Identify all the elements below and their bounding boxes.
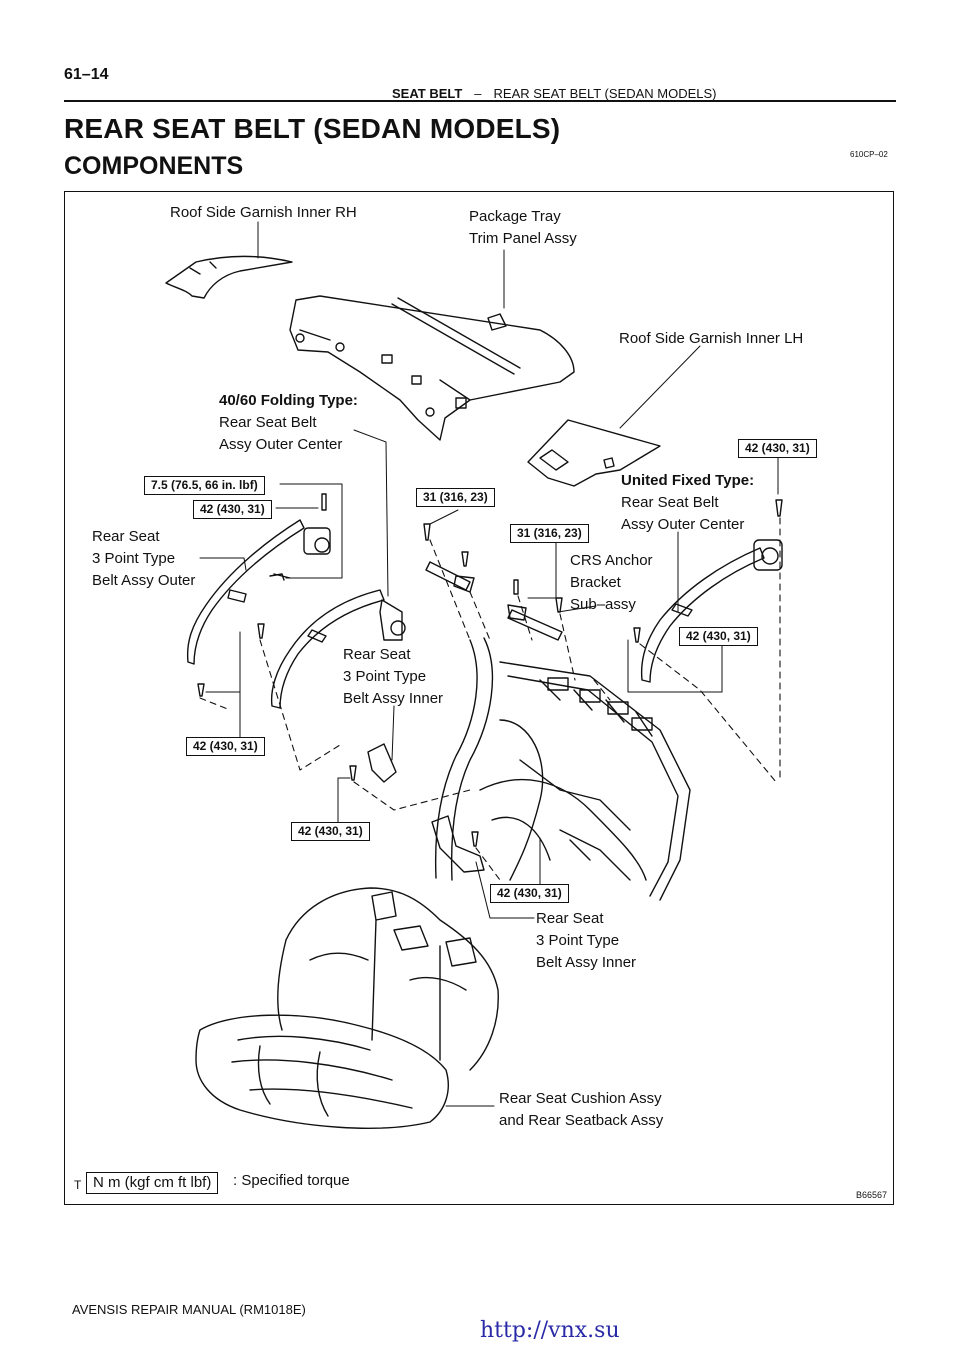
figure-frame bbox=[64, 191, 894, 1205]
torque-center-lower: 42 (430, 31) bbox=[291, 822, 370, 841]
leader-lines bbox=[199, 221, 779, 1107]
torque-crs-b: 31 (316, 23) bbox=[510, 524, 589, 543]
package-tray-part bbox=[289, 295, 575, 441]
label-crs-bracket: CRS Anchor Bracket Sub–assy bbox=[570, 550, 653, 616]
legend-text: : Specified torque bbox=[233, 1172, 350, 1189]
footer: AVENSIS REPAIR MANUAL (RM1018E) bbox=[72, 1302, 306, 1317]
label-inner-belt-b-line3: Belt Assy Inner bbox=[536, 954, 637, 971]
crs-bracket-part-b bbox=[507, 609, 563, 641]
header-subsection: REAR SEAT BELT (SEDAN MODELS) bbox=[493, 86, 717, 101]
torque-upper-right: 42 (430, 31) bbox=[738, 439, 817, 458]
roof-garnish-lh-part bbox=[527, 419, 661, 487]
label-united-belt: United Fixed Type: Rear Seat Belt Assy O… bbox=[621, 470, 754, 536]
label-center-belt-line1: Rear Seat Belt bbox=[219, 414, 317, 431]
torque-outer-top: 42 (430, 31) bbox=[193, 500, 272, 519]
running-header: SEAT BELT–REAR SEAT BELT (SEDAN MODELS) bbox=[392, 86, 717, 101]
label-crs-line3: Sub–assy bbox=[570, 596, 636, 613]
figure-id: B66567 bbox=[856, 1190, 888, 1200]
right-belt-part bbox=[640, 547, 765, 683]
label-package-tray-line2: Trim Panel Assy bbox=[469, 230, 577, 247]
label-folding-type: 40/60 Folding Type: bbox=[219, 392, 358, 409]
label-inner-belt-a-line1: Rear Seat bbox=[343, 646, 411, 663]
label-roof-garnish-rh: Roof Side Garnish Inner RH bbox=[170, 204, 357, 221]
label-package-tray-line1: Package Tray bbox=[469, 208, 561, 225]
legend-tick: T bbox=[74, 1178, 82, 1192]
label-crs-line2: Bracket bbox=[570, 574, 621, 591]
page-title: REAR SEAT BELT (SEDAN MODELS) bbox=[64, 113, 561, 144]
center-buckle-part bbox=[367, 743, 397, 783]
torque-crs-a: 31 (316, 23) bbox=[416, 488, 495, 507]
label-inner-belt-b-line1: Rear Seat bbox=[536, 910, 604, 927]
center-belt-part bbox=[270, 589, 385, 709]
label-center-belt: 40/60 Folding Type: Rear Seat Belt Assy … bbox=[219, 390, 358, 456]
label-inner-belt-a-line3: Belt Assy Inner bbox=[343, 690, 444, 707]
torque-inner-lower: 42 (430, 31) bbox=[490, 884, 569, 903]
legend-box: N m (kgf cm ft lbf) bbox=[86, 1172, 219, 1194]
doc-id: 610CP–02 bbox=[850, 150, 888, 159]
label-inner-belt-a-line2: 3 Point Type bbox=[343, 668, 427, 685]
label-inner-belt-center: Rear Seat 3 Point Type Belt Assy Inner bbox=[343, 644, 443, 710]
label-crs-line1: CRS Anchor bbox=[570, 552, 653, 569]
inner-buckle-part bbox=[431, 815, 485, 873]
label-united-belt-line1: Rear Seat Belt bbox=[621, 494, 719, 511]
watermark: http://vnx.su bbox=[480, 1318, 620, 1343]
label-roof-garnish-lh: Roof Side Garnish Inner LH bbox=[619, 330, 804, 347]
outer-belt-left-part bbox=[186, 519, 305, 665]
torque-7-5: 7.5 (76.5, 66 in. lbf) bbox=[144, 476, 265, 495]
header-separator: – bbox=[474, 86, 482, 101]
label-united-type: United Fixed Type: bbox=[621, 472, 755, 489]
rear-seat-part bbox=[195, 887, 499, 1129]
label-inner-belt-lower: Rear Seat 3 Point Type Belt Assy Inner bbox=[536, 908, 636, 974]
label-outer-belt-line3: Belt Assy Outer bbox=[92, 572, 196, 589]
label-inner-belt-b-line2: 3 Point Type bbox=[536, 932, 620, 949]
label-cushion-line2: and Rear Seatback Assy bbox=[499, 1112, 664, 1129]
label-united-belt-line2: Assy Outer Center bbox=[621, 516, 745, 533]
page-number: 61–14 bbox=[64, 66, 109, 83]
bolts bbox=[197, 493, 783, 847]
body-shell bbox=[434, 637, 691, 901]
section-title: COMPONENTS bbox=[64, 152, 244, 180]
label-outer-belt: Rear Seat 3 Point Type Belt Assy Outer bbox=[92, 526, 195, 592]
label-center-belt-line2: Assy Outer Center bbox=[219, 436, 343, 453]
torque-right-lower: 42 (430, 31) bbox=[679, 627, 758, 646]
label-outer-belt-line2: 3 Point Type bbox=[92, 550, 176, 567]
label-cushion-line1: Rear Seat Cushion Assy bbox=[499, 1090, 662, 1107]
roof-garnish-rh-part bbox=[165, 255, 293, 299]
header-section: SEAT BELT bbox=[392, 86, 463, 101]
label-outer-belt-line1: Rear Seat bbox=[92, 528, 160, 545]
torque-left-lower: 42 (430, 31) bbox=[186, 737, 265, 756]
label-seat-cushion: Rear Seat Cushion Assy and Rear Seatback… bbox=[499, 1088, 663, 1132]
header-rule bbox=[64, 100, 896, 102]
label-package-tray: Package Tray Trim Panel Assy bbox=[469, 206, 577, 250]
